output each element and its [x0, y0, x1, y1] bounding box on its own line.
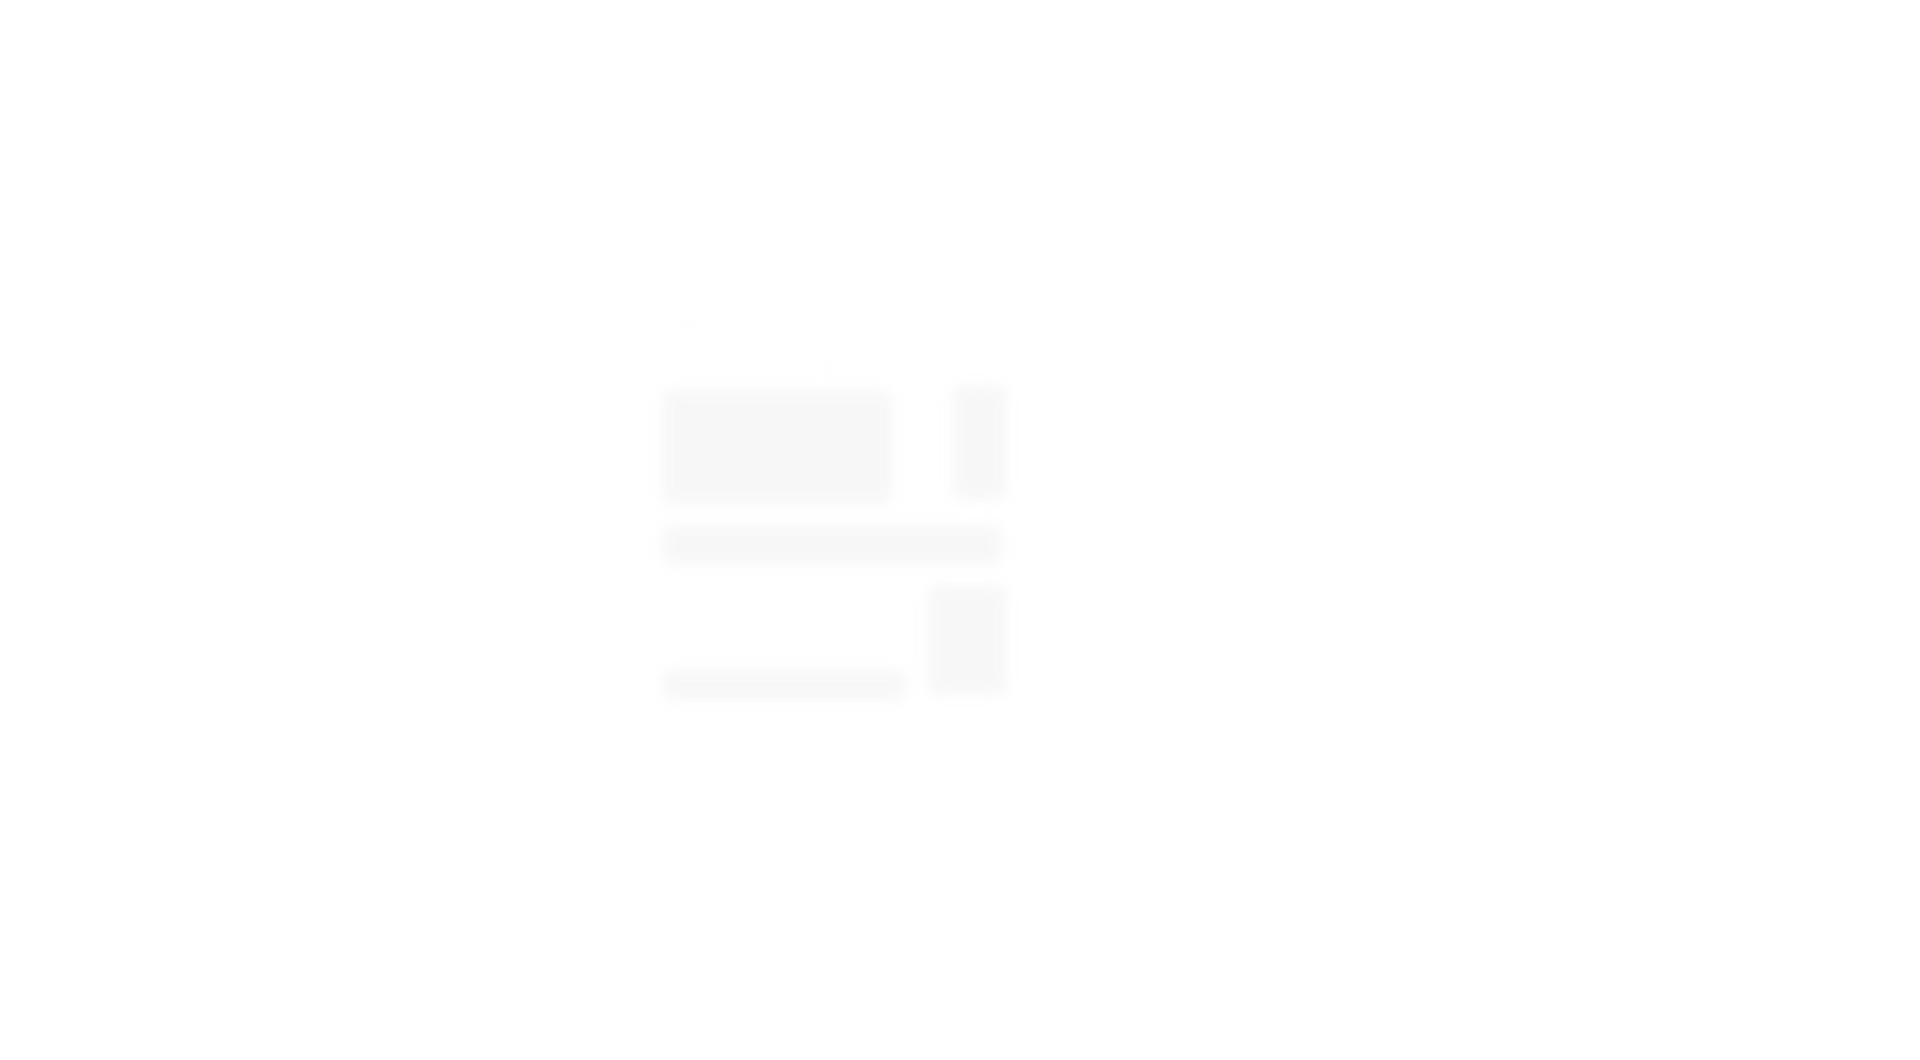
skeleton-dot	[697, 420, 701, 424]
skeleton-side-block	[952, 385, 1007, 500]
skeleton-side-block-lower	[927, 585, 1007, 695]
skeleton-hero-block	[662, 390, 892, 505]
skeleton-footer-bar	[662, 670, 907, 700]
skeleton-dot	[827, 365, 831, 369]
loading-skeleton	[662, 300, 1012, 720]
skeleton-dot	[686, 320, 690, 324]
skeleton-bar-row	[662, 525, 1002, 565]
